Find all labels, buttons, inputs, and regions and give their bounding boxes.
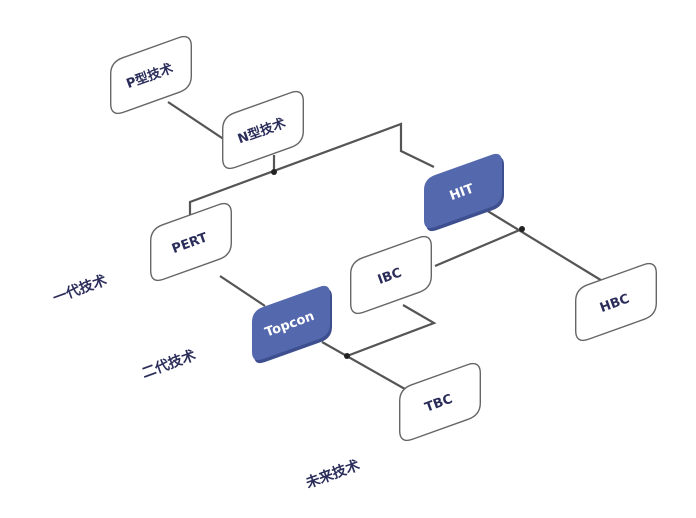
edge-pert-to-topcon bbox=[219, 275, 266, 307]
edge-hit-to-hbc bbox=[485, 209, 605, 283]
label-gen2: 二代技术 bbox=[140, 347, 198, 382]
label-gen1: 一代技术 bbox=[51, 272, 109, 307]
node-topcon: Topcon bbox=[252, 285, 332, 364]
node-pert-inner bbox=[151, 204, 231, 280]
junction-dot-topcon bbox=[344, 353, 350, 359]
node-tbc: TBC bbox=[399, 362, 481, 442]
node-ibc: IBC bbox=[350, 235, 432, 315]
connectors bbox=[167, 101, 605, 394]
node-hit-box bbox=[424, 153, 502, 229]
label-future: 未来技术 bbox=[304, 457, 362, 492]
node-ibc-inner bbox=[351, 237, 431, 313]
junction-dot-hit bbox=[519, 226, 525, 232]
node-hit: HIT bbox=[424, 153, 504, 232]
node-hbc: HBC bbox=[575, 262, 657, 342]
edge-topcon-to-tbc bbox=[321, 341, 413, 394]
node-tbc-inner bbox=[400, 364, 480, 440]
edge-n-branch bbox=[188, 122, 435, 226]
node-p-type: P型技术 bbox=[110, 35, 192, 115]
edge-ibc-to-tbc bbox=[346, 304, 437, 358]
junction-dot-n bbox=[271, 169, 277, 175]
node-p-type-inner bbox=[111, 37, 191, 113]
node-topcon-box bbox=[252, 285, 330, 361]
node-hbc-inner bbox=[576, 264, 656, 340]
node-pert: PERT bbox=[150, 202, 232, 282]
edge-junction-to-ibc bbox=[434, 227, 523, 268]
node-n-type-inner bbox=[223, 92, 303, 168]
edge-p-to-n bbox=[167, 101, 229, 143]
node-n-type: N型技术 bbox=[222, 90, 304, 170]
